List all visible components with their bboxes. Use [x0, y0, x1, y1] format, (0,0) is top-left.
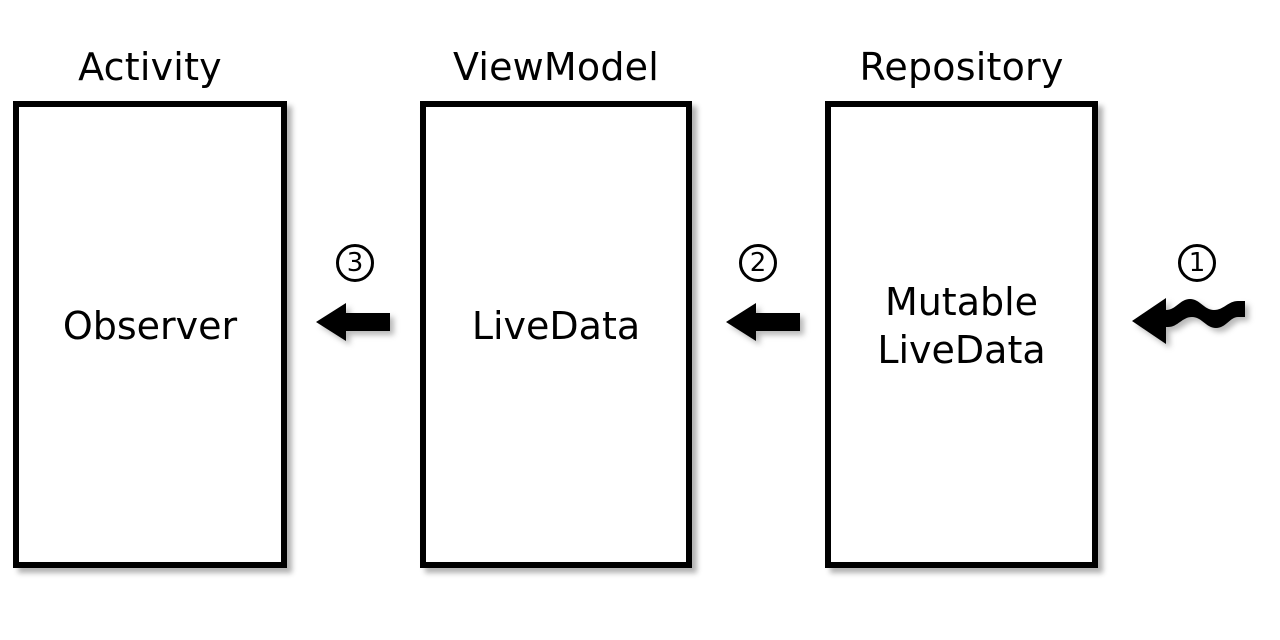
activity-box-label: Observer	[62, 304, 238, 348]
arrow-external-to-repository-squiggly-icon	[1132, 296, 1250, 346]
repository-box-label: Mutable LiveData	[877, 280, 1046, 372]
viewmodel-box-label: LiveData	[471, 304, 641, 348]
step-number-3-circle-icon: 3	[336, 244, 374, 282]
column-title-activity: Activity	[78, 45, 222, 89]
column-title-viewmodel: ViewModel	[452, 45, 660, 89]
step-number-1-circle-icon: 1	[1178, 244, 1216, 282]
activity-box: Observer	[13, 101, 287, 568]
column-title-repository: Repository	[859, 45, 1064, 89]
arrow-repository-to-viewmodel-icon	[726, 300, 800, 344]
viewmodel-box: LiveData	[420, 101, 692, 568]
repository-box: Mutable LiveData	[825, 101, 1098, 568]
step-number-2-circle-icon: 2	[739, 244, 777, 282]
arrow-viewmodel-to-activity-icon	[316, 300, 390, 344]
